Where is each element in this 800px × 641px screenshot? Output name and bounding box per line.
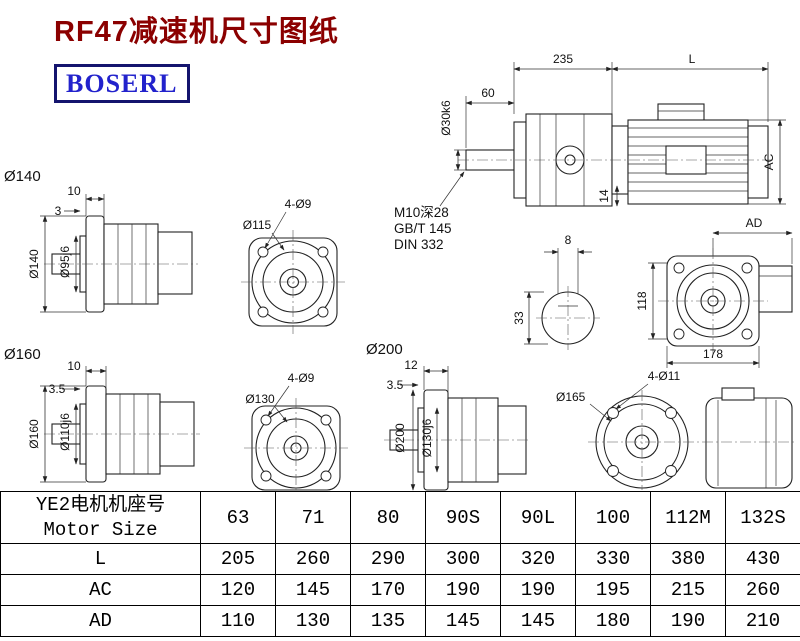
motor-size-cell: 71 <box>275 491 351 544</box>
dim-outer-200-label: Ø200 <box>393 423 407 453</box>
note-thread: M10深28 <box>394 205 449 220</box>
dim-cell: 260 <box>275 543 351 575</box>
flange130-front-view: 4-Ø9 Ø130 <box>244 371 348 491</box>
dim-cell: 210 <box>725 605 800 637</box>
dim-10-label: 10 <box>67 184 81 198</box>
dim-10-label: 10 <box>67 359 81 373</box>
dim-key-width-label: 8 <box>565 233 572 247</box>
motor-dimension-table: YE2电机机座号 Motor Size 63 71 80 90S 90L 100… <box>0 491 800 637</box>
motor-size-cell: 80 <box>350 491 426 544</box>
technical-drawing: 235 L 60 Ø30k6 AC 14 AD M10深28 GB/T 145 <box>4 52 796 491</box>
dim-cell: 110 <box>200 605 276 637</box>
dim-ad-label: AD <box>746 216 763 230</box>
motor-size-cell: 132S <box>725 491 800 544</box>
dim-O130-label: Ø130 <box>245 392 275 406</box>
dim-outer-160-label: Ø160 <box>27 419 41 449</box>
dim-14-label: 14 <box>597 189 611 203</box>
shaft-key-section: 8 33 <box>512 233 600 350</box>
dimension-row-l: L 205 260 290 300 320 330 380 430 <box>0 543 800 575</box>
dim-cell: 190 <box>425 574 501 606</box>
row-label-l: L <box>0 543 201 575</box>
dim-cell: 130 <box>275 605 351 637</box>
motor-rear-view: 4-Ø11 Ø165 <box>556 369 796 490</box>
dim-4xO9-label: 4-Ø9 <box>285 197 312 211</box>
note-din: DIN 332 <box>394 237 444 252</box>
dim-3-5-label: 3.5 <box>49 382 66 396</box>
dim-4xO11-label: 4-Ø11 <box>648 369 681 383</box>
dim-cell: 300 <box>425 543 501 575</box>
dim-cell: 320 <box>500 543 576 575</box>
flange160-title: Ø160 <box>4 346 41 363</box>
motor-size-row: YE2电机机座号 Motor Size 63 71 80 90S 90L 100… <box>0 491 800 544</box>
dim-cell: 380 <box>650 543 726 575</box>
motor-size-header-cell: YE2电机机座号 Motor Size <box>0 491 201 544</box>
dimension-row-ad: AD 110 130 135 145 145 180 190 210 <box>0 605 800 637</box>
dim-cell: 290 <box>350 543 426 575</box>
dim-cell: 195 <box>575 574 651 606</box>
flange140-side-view: Ø140 10 3 Ø140 Ø95j6 <box>4 168 198 313</box>
dim-cell: 260 <box>725 574 800 606</box>
dim-l-label: L <box>689 52 696 66</box>
motor-size-cell: 90S <box>425 491 501 544</box>
dim-cell: 145 <box>275 574 351 606</box>
dim-33-label: 33 <box>512 311 526 325</box>
note-gbt: GB/T 145 <box>394 221 452 236</box>
dim-cell: 215 <box>650 574 726 606</box>
motor-size-cell: 63 <box>200 491 276 544</box>
dim-118-label: 118 <box>635 291 649 310</box>
dim-4xO9-label: 4-Ø9 <box>288 371 315 385</box>
dim-ac-label: AC <box>762 153 776 170</box>
flange140-title: Ø140 <box>4 168 41 185</box>
dim-cell: 430 <box>725 543 800 575</box>
gearbox-rear-view: 118 178 <box>635 248 793 368</box>
dim-cell: 145 <box>500 605 576 637</box>
dim-cell: 180 <box>575 605 651 637</box>
motor-size-label-cn: YE2电机机座号 <box>35 493 166 516</box>
row-label-ad: AD <box>0 605 201 637</box>
dim-12-label: 12 <box>404 358 418 372</box>
dim-3-label: 3 <box>55 204 62 218</box>
dim-178-label: 178 <box>703 347 723 361</box>
dim-cell: 135 <box>350 605 426 637</box>
flange160-side-view: Ø160 10 3.5 Ø160 Ø110j6 <box>4 346 200 483</box>
motor-size-label-en: Motor Size <box>43 518 158 541</box>
motor-size-cell: 112M <box>650 491 726 544</box>
flange200-title: Ø200 <box>366 341 403 358</box>
dimension-row-ac: AC 120 145 170 190 190 195 215 260 <box>0 574 800 606</box>
dim-cell: 120 <box>200 574 276 606</box>
dim-cell: 330 <box>575 543 651 575</box>
dim-O115-label: Ø115 <box>243 218 272 232</box>
dim-cell: 190 <box>650 605 726 637</box>
dim-spigot-110-label: Ø110j6 <box>58 413 72 451</box>
dim-spigot-130-label: Ø130j6 <box>420 418 434 457</box>
motor-size-cell: 100 <box>575 491 651 544</box>
dim-outer-140-label: Ø140 <box>27 249 41 279</box>
dim-cell: 170 <box>350 574 426 606</box>
motor-size-cell: 90L <box>500 491 576 544</box>
dim-3-5-label: 3.5 <box>387 378 404 392</box>
dim-shaft-diameter-label: Ø30k6 <box>439 100 453 136</box>
dim-cell: 190 <box>500 574 576 606</box>
page-title: RF47减速机尺寸图纸 <box>54 16 339 48</box>
gearmotor-side-view: 235 L 60 Ø30k6 AC 14 AD <box>439 52 793 264</box>
dim-60-label: 60 <box>481 86 495 100</box>
dim-235-label: 235 <box>553 52 573 66</box>
flange200-side-view: Ø200 12 3.5 Ø200 Ø130j6 <box>366 341 530 491</box>
dim-cell: 205 <box>200 543 276 575</box>
shaft-end-notes: M10深28 GB/T 145 DIN 332 <box>394 171 465 252</box>
dim-spigot-95-label: Ø95j6 <box>58 246 72 278</box>
flange115-front-view: 4-Ø9 Ø115 <box>241 197 345 334</box>
boserl-logo: BOSERL <box>54 64 190 103</box>
dim-O165-label: Ø165 <box>556 390 586 404</box>
row-label-ac: AC <box>0 574 201 606</box>
dim-cell: 145 <box>425 605 501 637</box>
